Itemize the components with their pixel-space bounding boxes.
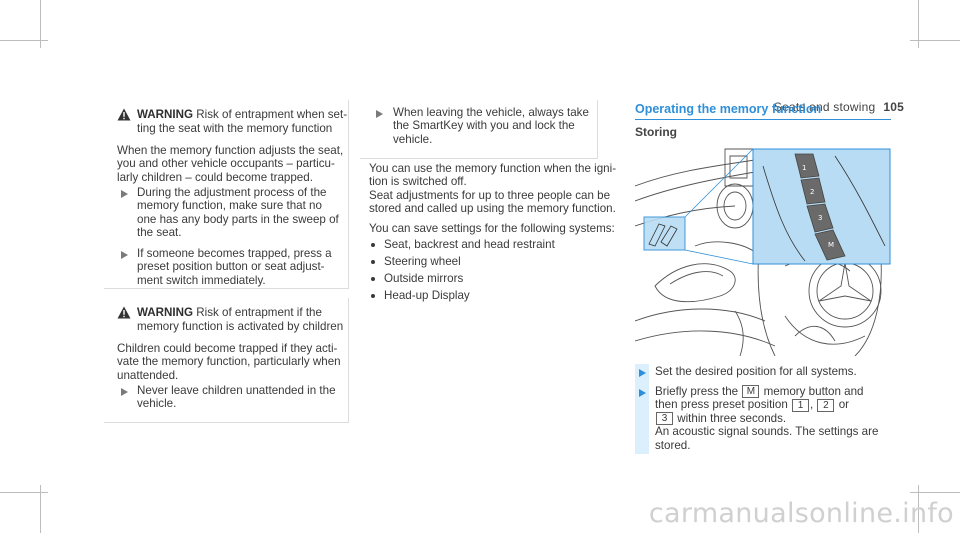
warning-heading-1-line2: ting the seat with the memory function [137,122,333,135]
watermark: carmanualsonline.info [648,498,954,529]
preset-2-key-icon: 2 [817,398,835,412]
bullet-icon [371,277,375,281]
preset-3-key-icon: 3 [656,412,673,426]
warning-icon [117,306,131,319]
text-line: vehicle. [137,397,177,411]
section-title: Operating the memory function [635,102,822,116]
text-line: If someone becomes trapped, press a [137,247,332,260]
text-line: Never leave children unattended in the [137,384,336,397]
warning-2-step-1: Never leave children unattended in the v… [137,384,336,411]
page-header: Seats and stowing 105 [774,100,904,114]
step-box [360,100,598,159]
warning-label: WARNING [137,306,194,319]
text-line: Seat adjustments for up to three people … [369,188,611,202]
text-line: tion is switched off. [369,175,467,189]
text-line: then press preset position 1, 2 or [655,398,849,412]
step-arrow-icon [376,110,383,118]
warning-box-2 [104,298,349,423]
text-line: you and other vehicle occupants – partic… [117,157,335,171]
bullet-item: Outside mirrors [384,272,464,285]
step-side-bar [635,364,649,454]
warning-2-paragraph: Children could become trapped if they ac… [117,342,341,382]
text-line: You can use the memory function when the… [369,162,617,175]
text-line: 3 within three seconds. [655,411,895,426]
warning-text: Risk of entrapment when set- [196,108,348,121]
header-title: Seats and stowing [773,100,876,114]
text-line: Briefly press the M memory button and [655,385,895,399]
right-step-2: Briefly press the M memory button and th… [655,385,895,452]
warning-box-1 [104,100,349,289]
preset-1-key-icon: 1 [792,398,809,412]
text-fragment: memory button and [763,385,864,398]
text-line: During the adjustment process of the [137,186,327,199]
text-line: ment switch immediately. [137,273,266,287]
highlight-box [643,216,686,251]
right-step-1: Set the desired position for all systems… [655,365,857,378]
text-line: When the memory function adjusts the sea… [117,144,344,157]
text-line: the SmartKey with you and lock the [393,119,575,133]
text-line: vate the memory function, particularly w… [117,355,341,369]
bullet-icon [371,260,375,264]
warning-heading-1: WARNING Risk of entrapment when set- [137,108,347,121]
warning-1-step-1: During the adjustment process of the mem… [137,186,339,240]
warning-1-step-2: If someone becomes trapped, press a pres… [137,247,332,287]
memory-key-icon: M [742,385,760,399]
crop-mark [0,40,48,41]
bullet-item: Seat, backrest and head restraint [384,238,555,251]
step-arrow-icon [121,190,128,198]
text-line: stored. [655,438,691,452]
crop-mark [910,492,960,493]
bullet-item: Steering wheel [384,255,461,268]
crop-mark [918,485,919,533]
sub-title: Storing [635,125,677,139]
text-line: Children could become trapped if they ac… [117,342,338,355]
memory-button-label: M [828,241,834,249]
door-panel-figure: 1 2 3 M [635,146,891,356]
text-line: preset position button or seat adjust- [137,260,325,274]
crop-mark [910,40,960,41]
warning-heading-2-line2: memory function is activated by children [137,320,344,333]
text-line: memory function, make sure that no [137,199,322,213]
step-arrow-icon [639,389,646,397]
text-line: larly children – could become trapped. [117,170,313,184]
text-fragment: within three seconds. [677,411,787,425]
warning-1-paragraph: When the memory function adjusts the sea… [117,144,343,184]
text-line: unattended. [117,368,179,382]
middle-paragraph-1: You can use the memory function when the… [369,162,616,216]
text-fragment: then press preset position [655,398,788,412]
warning-icon [117,108,131,121]
step-arrow-icon [121,388,128,396]
text-line: one has any body parts in the sweep of [137,212,339,226]
memory-button-label: 2 [810,188,814,196]
step-arrow-icon [121,251,128,259]
text-line: the seat. [137,226,182,240]
step-arrow-icon [639,369,646,377]
bullet-item: Head-up Display [384,289,470,302]
text-line: An acoustic signal sounds. The settings … [655,425,879,439]
warning-heading-2: WARNING Risk of entrapment if the [137,306,322,319]
bullet-icon [371,294,375,298]
warning-label: WARNING [137,108,194,121]
memory-button-label: 1 [802,164,806,172]
bullet-icon [371,243,375,247]
text-fragment: or [838,398,849,412]
crop-mark [0,492,48,493]
text-line: stored and called up using the memory fu… [369,202,616,216]
door-panel-illustration: 1 2 3 M [635,148,891,356]
warning-text: Risk of entrapment if the [196,306,322,319]
middle-paragraph-2: You can save settings for the following … [369,222,615,235]
section-rule [635,119,891,120]
text-fragment: Briefly press the [655,385,739,398]
page-number: 105 [883,100,904,114]
memory-button-label: 3 [818,214,822,222]
crop-mark [40,485,41,533]
crop-mark [40,0,41,48]
crop-mark [918,0,919,48]
text-line: vehicle. [393,132,433,146]
middle-step-1: When leaving the vehicle, always take th… [393,106,589,146]
text-line: When leaving the vehicle, always take [393,106,589,119]
